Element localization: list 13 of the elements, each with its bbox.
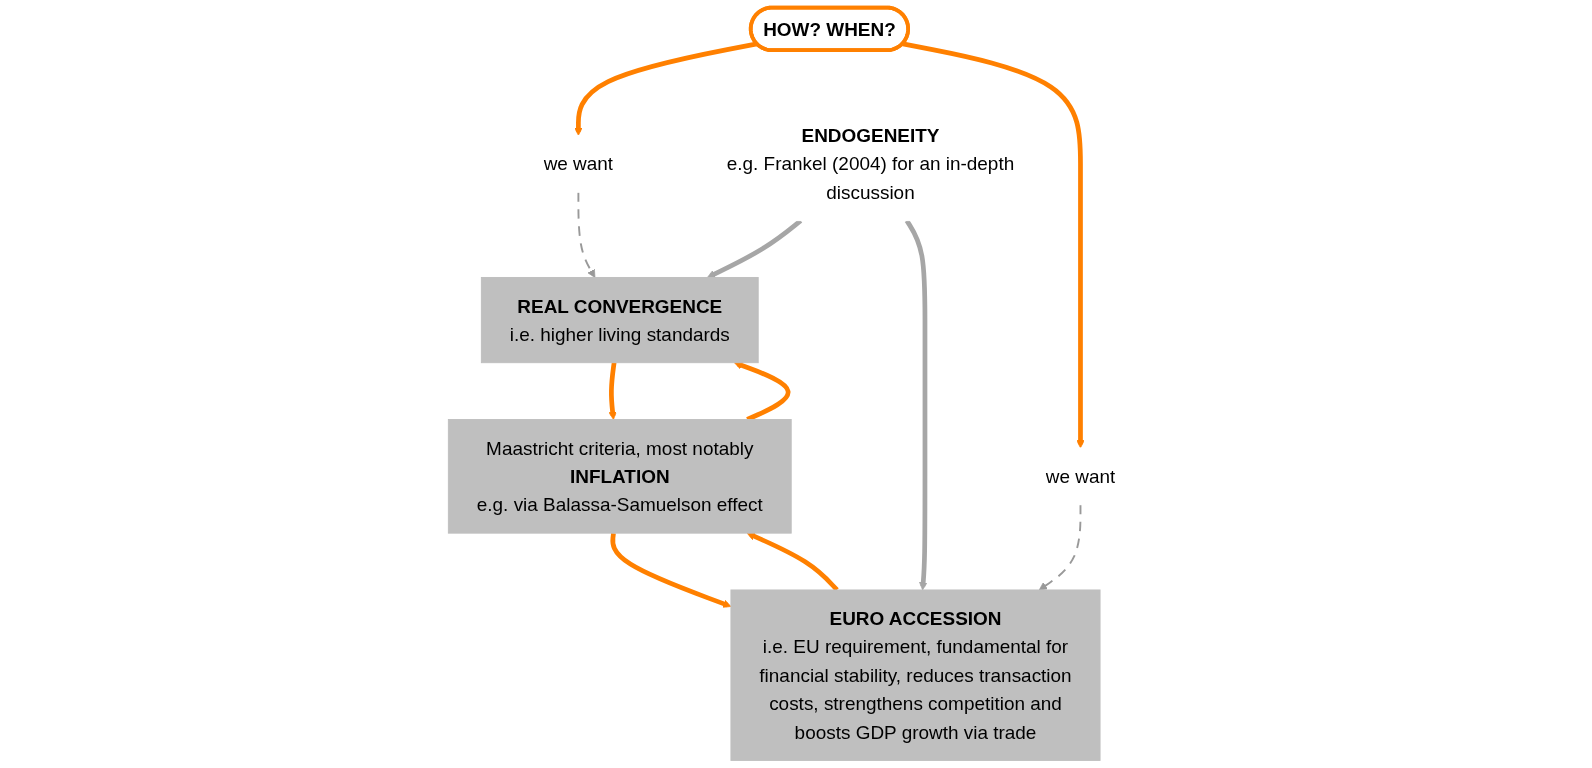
node-text: ENDOGENEITY e.g. Frankel (2004) for an in-depth discussion (726, 125, 1015, 203)
node-box: REAL CONVERGENCE i.e. higher living standards (480, 277, 759, 364)
node-text: we want (543, 153, 614, 175)
arrow (610, 532, 732, 608)
arrow (574, 41, 758, 136)
arrow (608, 362, 617, 420)
node-box: EURO ACCESSION i.e. EU requirement, fundamental for financial stability, reduces transaction costs, strengthens competition and boosts GDP growth via trade (730, 589, 1101, 761)
node-text: we want (1045, 465, 1116, 487)
arrow (904, 219, 928, 591)
arrow (902, 41, 1085, 449)
arrow (577, 191, 596, 278)
node-box: Maastricht criteria, most notably INFLATION e.g. via Balassa-Samuelson effect (447, 419, 792, 534)
arrow (1038, 503, 1082, 591)
